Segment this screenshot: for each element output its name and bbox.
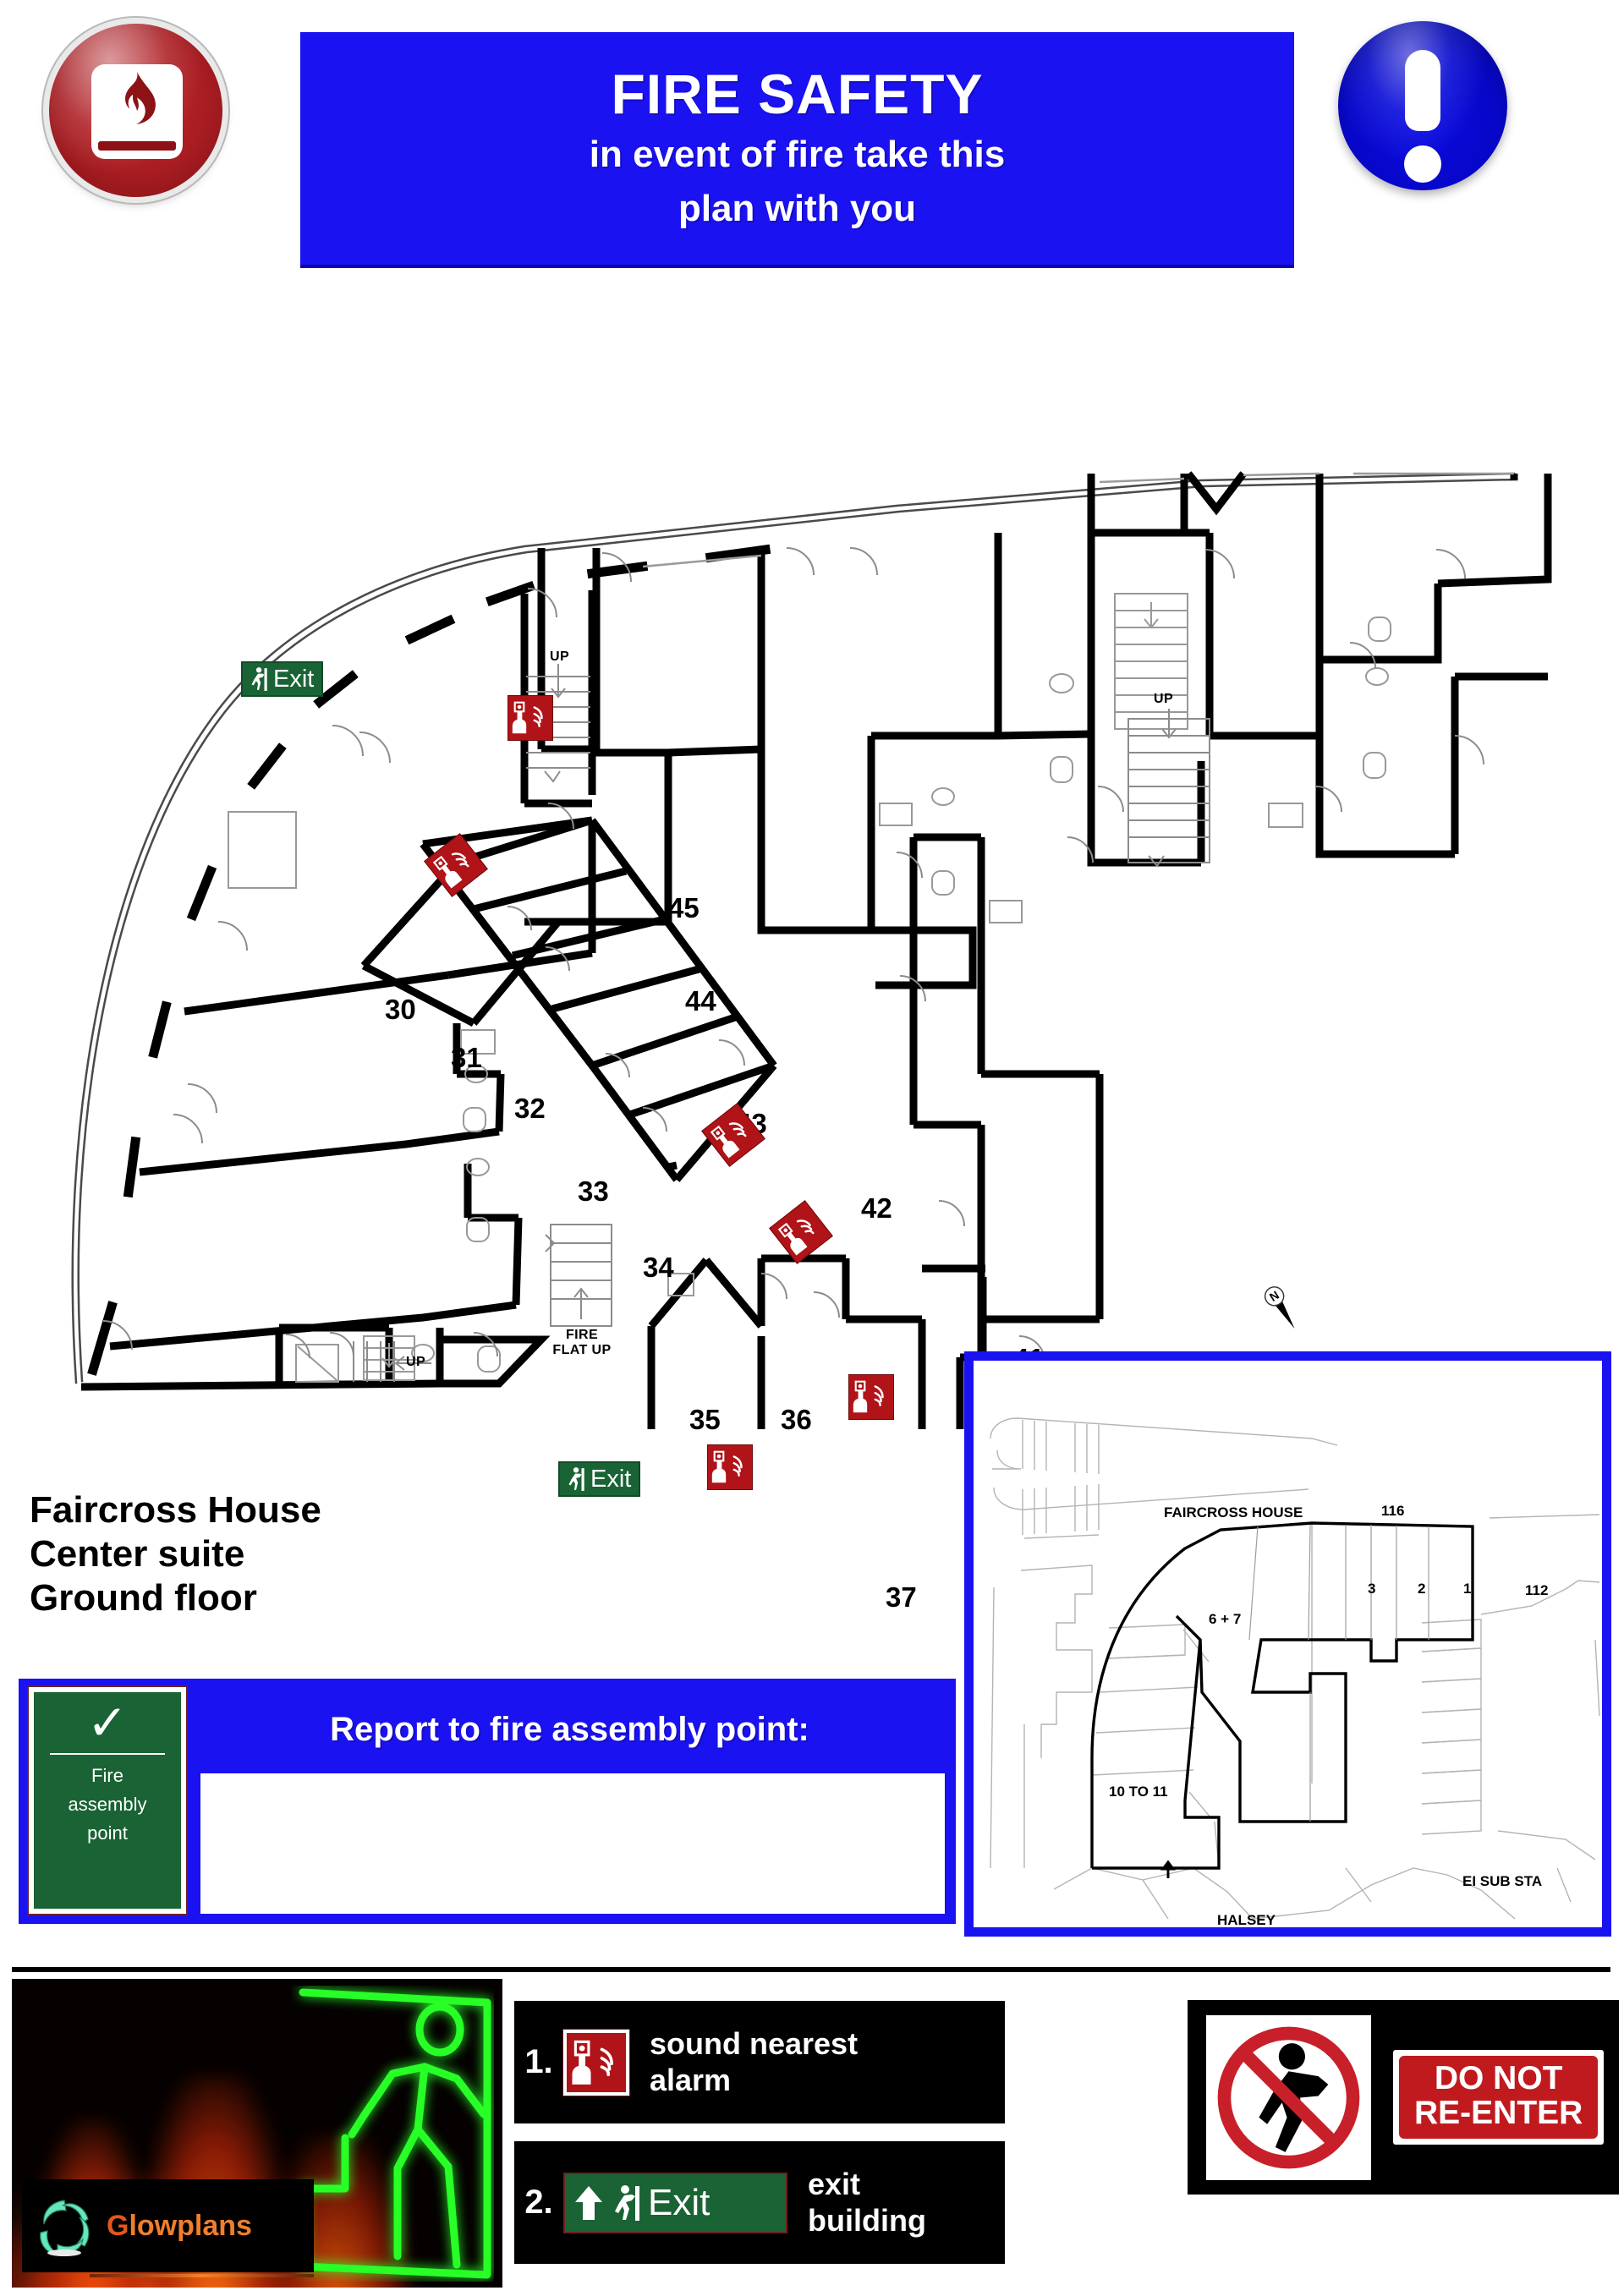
fire-assembly-point-sign: ✓ Fire assembly point <box>27 1685 188 1915</box>
assembly-heading: Report to fire assembly point: <box>330 1710 809 1748</box>
step-2-label-line1: exit <box>808 2167 861 2202</box>
room-label-42: 42 <box>861 1192 892 1224</box>
sitemap-label-116: 116 <box>1381 1503 1405 1519</box>
fire-alarm-call-point-icon <box>707 1444 753 1490</box>
footer-divider <box>12 1967 1610 1972</box>
footer: Glowplans 1. sound nearest alarm 2. <box>0 1979 1624 2296</box>
running-man-exit-icon <box>299 1988 491 2279</box>
glowplans-rest: lowplans <box>129 2209 252 2242</box>
do-not-reenter-sign: DO NOT RE-ENTER <box>1188 2000 1619 2195</box>
sitemap-label-faircross-house: FAIRCROSS HOUSE <box>1164 1504 1303 1521</box>
sitemap-label-3: 3 <box>1368 1581 1376 1597</box>
sitemap-label-2: 2 <box>1418 1581 1426 1597</box>
step-1-label-line2: alarm <box>650 2062 732 2097</box>
sitemap-label-112: 112 <box>1525 1582 1549 1598</box>
building-address: Faircross House Center suite Ground floo… <box>30 1488 947 1620</box>
exit-sign-label: Exit <box>648 2181 710 2223</box>
do-not-reenter-line1: DO NOT <box>1434 2060 1563 2097</box>
glowplans-wordmark: Glowplans <box>107 2210 252 2243</box>
exit-sign-icon: Exit <box>563 2172 787 2233</box>
north-arrow-icon: N <box>1264 1286 1295 1329</box>
address-line-3: Ground floor <box>30 1576 257 1619</box>
room-label-45: 45 <box>668 892 700 923</box>
floor-plan: 45 44 30 31 32 33 34 43 42 41 40 39 38 3… <box>0 279 1624 1613</box>
room-label-36: 36 <box>781 1404 812 1435</box>
page-title: FIRE SAFETY <box>611 63 984 126</box>
sitemap-north-arrow <box>1160 1860 1176 1878</box>
do-not-reenter-line2: RE-ENTER <box>1414 2094 1583 2131</box>
glowplans-initial: G <box>107 2209 129 2242</box>
assembly-sign-line1: Fire <box>91 1765 123 1786</box>
stair-up-label-north: UP <box>550 649 570 664</box>
assembly-sign-line2: assembly <box>68 1794 147 1816</box>
room-label-30: 30 <box>385 994 416 1025</box>
running-man-icon <box>615 2184 639 2221</box>
room-label-33: 33 <box>578 1175 609 1207</box>
step-2-label: exit building <box>808 2167 926 2238</box>
glowplans-logo: Glowplans <box>22 2179 314 2272</box>
room-label-34: 34 <box>643 1252 674 1283</box>
exclamation-dot <box>1404 145 1441 183</box>
sitemap-label-ei-sub-sta: EI SUB STA <box>1462 1873 1543 1889</box>
site-map-drawing <box>990 1417 1600 1920</box>
assembly-point-input[interactable] <box>200 1773 945 1914</box>
room-label-32: 32 <box>514 1093 546 1124</box>
assembly-sign-divider <box>50 1753 165 1755</box>
step-1-number: 1. <box>524 2043 553 2080</box>
fire-badge-bar <box>98 141 176 151</box>
running-man-icon <box>568 1467 584 1491</box>
step-1-label: sound nearest alarm <box>650 2026 858 2097</box>
instruction-step-2: 2. Exit exit building <box>514 2141 1005 2264</box>
sitemap-label-10-to-11: 10 TO 11 <box>1109 1784 1168 1800</box>
stair-up-label-east: UP <box>1154 692 1174 706</box>
page-subtitle-line1: in event of fire take this <box>589 134 1006 176</box>
glowplans-underline <box>90 2274 314 2277</box>
sitemap-label-1: 1 <box>1463 1581 1472 1597</box>
flame-glyph <box>125 71 156 125</box>
assembly-sign-line3: point <box>87 1822 128 1844</box>
no-pedestrian-icon <box>1206 2014 1371 2180</box>
room-label-31: 31 <box>451 1042 482 1073</box>
do-not-reenter-plate: DO NOT RE-ENTER <box>1393 2050 1605 2145</box>
title-banner: FIRE SAFETY in event of fire take this p… <box>300 32 1294 268</box>
glowplans-shutter-icon <box>40 2200 90 2256</box>
room-label-44: 44 <box>685 985 716 1016</box>
stair-up-label-southwest: UP <box>406 1355 426 1369</box>
site-location-map: FAIRCROSS HOUSE 116 3 2 1 112 6 + 7 10 T… <box>964 1351 1611 1937</box>
fire-flat-up-line1: FIRE <box>565 1328 599 1342</box>
fire-alarm-call-point-icon <box>769 1200 833 1264</box>
fire-assembly-panel: ✓ Fire assembly point Report to fire ass… <box>19 1679 956 1924</box>
fire-flat-up-line2: FLAT UP <box>552 1342 612 1357</box>
exit-sign-label: Exit <box>590 1465 632 1493</box>
fire-flat-up-note: FIRE FLAT UP <box>541 1328 623 1358</box>
step-1-label-line1: sound nearest <box>650 2026 859 2062</box>
exclamation-icon <box>1338 21 1507 190</box>
fire-alarm-call-point-icon <box>848 1374 894 1420</box>
glowplans-banner: Glowplans <box>12 1979 502 2288</box>
fire-alarm-call-point-icon <box>562 2028 630 2096</box>
exclamation-bar <box>1405 50 1440 131</box>
room-label-37: 37 <box>886 1581 917 1613</box>
header: FIRE SAFETY in event of fire take this p… <box>0 0 1624 279</box>
step-2-label-line2: building <box>808 2202 926 2238</box>
floor-plan-drawing <box>71 471 1552 1429</box>
sitemap-label-halsey: HALSEY <box>1217 1912 1276 1927</box>
room-label-35: 35 <box>689 1404 721 1435</box>
address-line-1: Faircross House <box>30 1489 321 1531</box>
exit-sign-northwest: Exit <box>241 661 324 697</box>
fire-flame-icon <box>49 24 222 197</box>
running-man-icon <box>251 667 267 691</box>
exit-sign-label: Exit <box>273 665 315 693</box>
page-subtitle-line2: plan with you <box>678 188 917 230</box>
exit-sign-southwest: Exit <box>558 1461 641 1497</box>
fire-alarm-call-point-icon <box>508 695 553 741</box>
step-2-number: 2. <box>524 2184 553 2221</box>
fire-alarm-call-point-icon <box>424 833 488 897</box>
fire-alarm-call-point-icon <box>701 1103 765 1167</box>
address-line-2: Center suite <box>30 1532 245 1575</box>
up-arrow-icon <box>575 2185 602 2220</box>
sitemap-label-6-7: 6 + 7 <box>1209 1611 1242 1627</box>
instruction-step-1: 1. sound nearest alarm <box>514 2001 1005 2123</box>
check-icon: ✓ <box>86 1696 129 1751</box>
